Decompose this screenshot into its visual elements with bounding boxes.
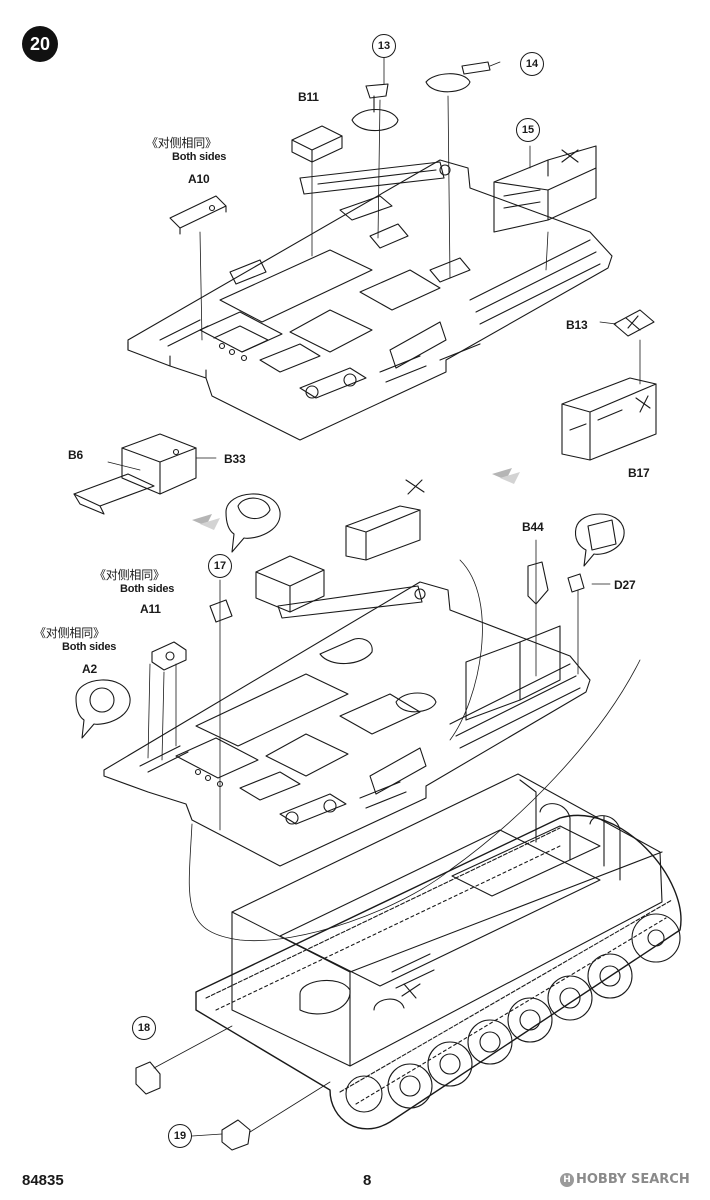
part-label-b6: B6 bbox=[68, 448, 83, 462]
part-label-b33: B33 bbox=[224, 452, 246, 466]
b6-b33-parts bbox=[73, 433, 197, 515]
part-label-a10: A10 bbox=[188, 172, 210, 186]
track-and-wheels bbox=[195, 814, 682, 1130]
b13-b17-parts bbox=[561, 309, 657, 461]
b11-part bbox=[291, 125, 343, 163]
kit-code: 84835 bbox=[22, 1172, 64, 1189]
tank-hull bbox=[231, 773, 663, 1067]
both-sides-en-3: Both sides bbox=[62, 641, 117, 653]
detail-bubbles bbox=[75, 493, 625, 739]
lower-deck-plate bbox=[103, 479, 591, 867]
same-both-sides-cn-3: 《对侧相同》 bbox=[34, 626, 105, 640]
both-sides-en-2: Both sides bbox=[120, 583, 175, 595]
watermark-logo-icon: H bbox=[560, 1172, 574, 1187]
both-sides-en-1: Both sides bbox=[172, 151, 227, 163]
part-label-b17: B17 bbox=[628, 466, 650, 480]
leader-lines-lower bbox=[147, 539, 641, 942]
part-18-19-drawings bbox=[135, 1025, 331, 1151]
part-label-d27: D27 bbox=[614, 578, 636, 592]
callout-13: 13 bbox=[372, 34, 396, 58]
flow-arrows bbox=[192, 468, 520, 530]
part-15-drawing bbox=[493, 145, 597, 233]
watermark-text: HOBBY SEARCH bbox=[576, 1172, 690, 1187]
leader-lines-upper bbox=[107, 49, 641, 471]
callout-15: 15 bbox=[516, 118, 540, 142]
page-number: 8 bbox=[363, 1172, 372, 1189]
part-label-a11: A11 bbox=[140, 602, 161, 616]
lower-small-parts bbox=[151, 561, 585, 671]
a10-part bbox=[169, 195, 227, 235]
same-both-sides-cn-1: 《对侧相同》 bbox=[146, 136, 217, 150]
callout-18: 18 bbox=[132, 1016, 156, 1040]
part-14-drawing bbox=[425, 61, 491, 93]
callout-19: 19 bbox=[168, 1124, 192, 1148]
part-label-b44: B44 bbox=[522, 520, 544, 534]
step-number-badge: 20 bbox=[22, 26, 58, 62]
callout-17: 17 bbox=[208, 554, 232, 578]
same-both-sides-cn-2: 《对侧相同》 bbox=[94, 568, 165, 582]
part-label-b13: B13 bbox=[566, 318, 588, 332]
upper-deck-plate bbox=[127, 159, 613, 441]
part-label-a2: A2 bbox=[82, 662, 97, 676]
part-13-drawing bbox=[351, 83, 399, 132]
part-label-b11: B11 bbox=[298, 90, 319, 104]
callout-14: 14 bbox=[520, 52, 544, 76]
